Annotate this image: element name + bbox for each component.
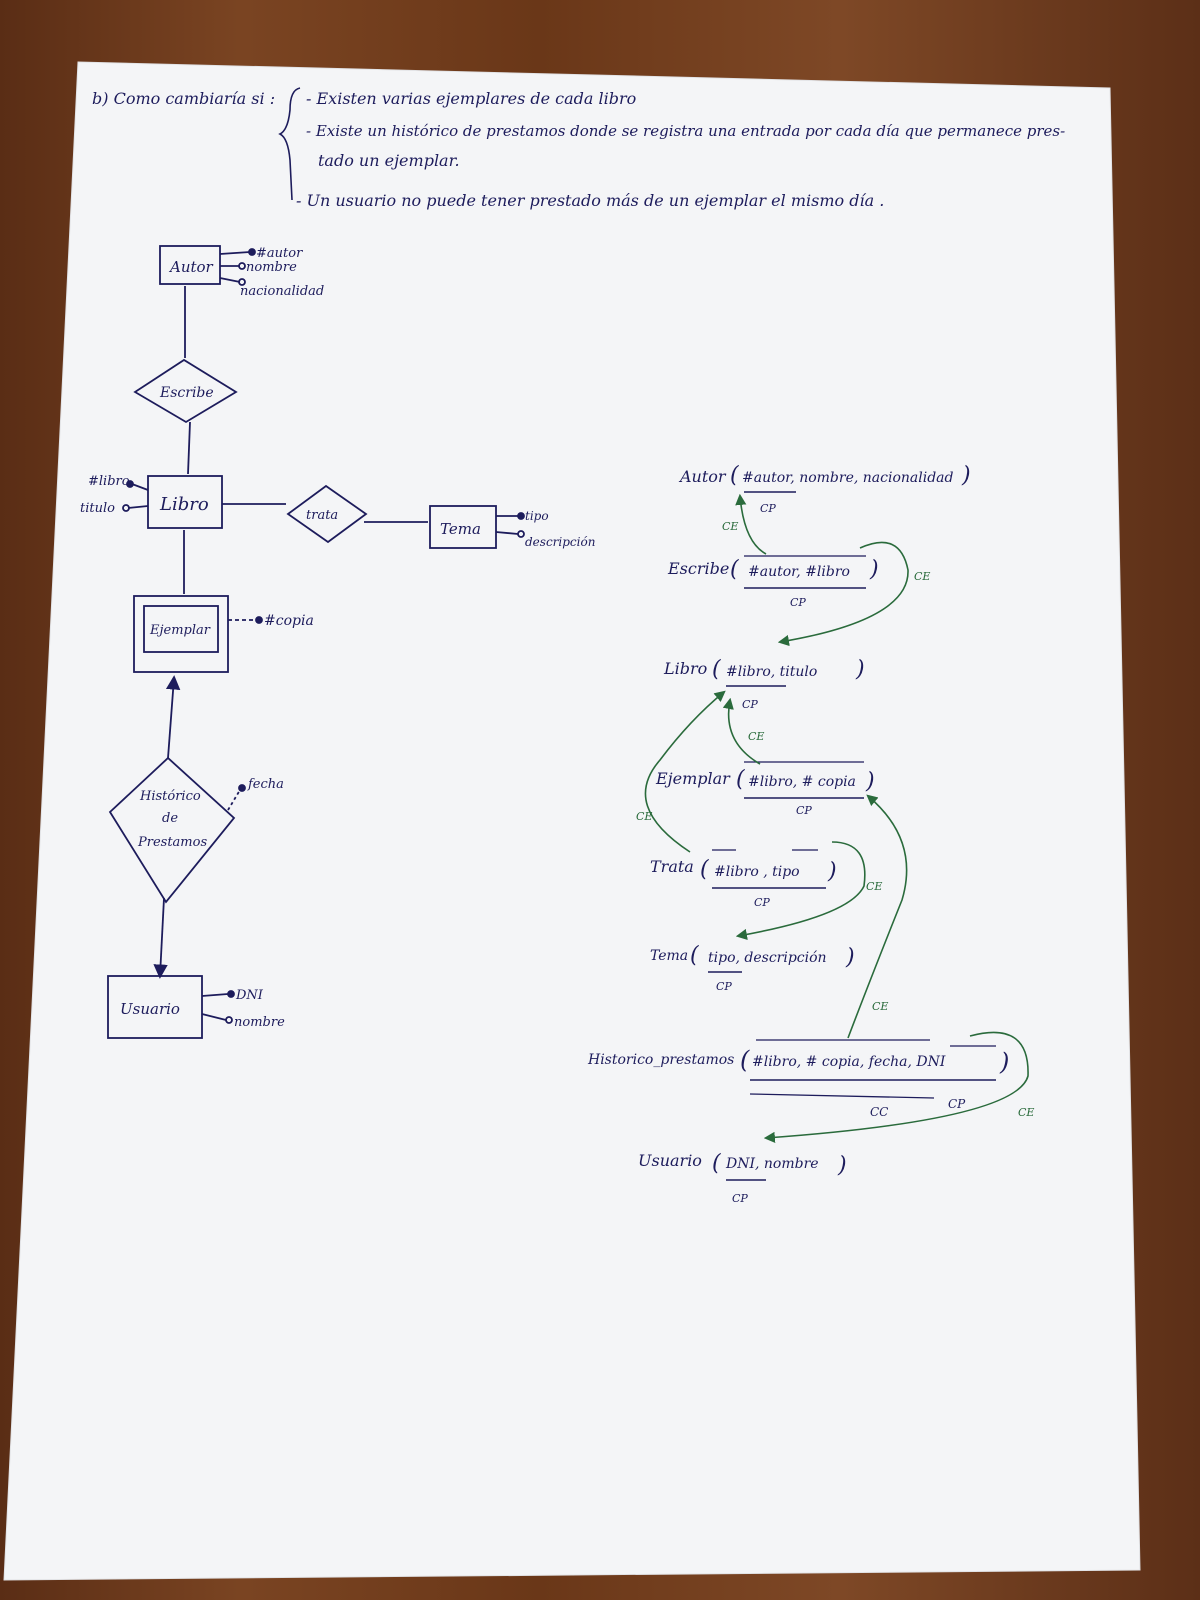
rel-usuario-table: Usuario bbox=[638, 1151, 702, 1170]
attr-libro-titulo: titulo bbox=[80, 501, 115, 516]
entity-tema bbox=[429, 505, 497, 549]
label-historico-2: de bbox=[162, 811, 178, 826]
er-labels: Autor #autor nombre nacionalidad Escribe… bbox=[80, 246, 595, 1030]
rel-trata-table: Trata bbox=[650, 857, 694, 876]
label-ejemplar: Ejemplar bbox=[149, 623, 211, 638]
svg-text:(: ( bbox=[690, 943, 699, 968]
entity-ejemplar-inner bbox=[143, 605, 219, 653]
rel-libro-table: Libro bbox=[663, 659, 707, 678]
rel-tema-key: CP bbox=[716, 980, 732, 993]
svg-text:(: ( bbox=[740, 1046, 750, 1074]
entity-autor bbox=[159, 245, 221, 285]
svg-text:(: ( bbox=[730, 557, 739, 582]
label-tema: Tema bbox=[440, 520, 481, 538]
rel-trata-key: CP bbox=[754, 896, 770, 909]
rel-escribe-key: CP bbox=[790, 596, 806, 609]
label-trata: trata bbox=[306, 508, 338, 523]
fk-label-7: CE bbox=[1018, 1106, 1034, 1119]
relationship-escribe bbox=[133, 358, 238, 424]
rel-usuario-key: CP bbox=[732, 1192, 748, 1205]
rel-autor-table: Autor bbox=[678, 467, 727, 486]
er-diagram bbox=[107, 245, 525, 1039]
attr-historico-fecha: fecha bbox=[247, 777, 284, 792]
header-prefix: b) Como cambiaría si : bbox=[92, 89, 275, 108]
rel-trata-cols: #libro , tipo bbox=[714, 864, 800, 880]
header-text: b) Como cambiaría si : - Existen varias … bbox=[92, 87, 1065, 210]
fk-label-3: CE bbox=[748, 730, 764, 743]
fk-label-4: CE bbox=[636, 810, 652, 823]
header-line-2: - Existe un histórico de prestamos donde… bbox=[306, 122, 1065, 140]
fk-label-6: CE bbox=[872, 1000, 888, 1013]
entity-usuario bbox=[107, 975, 203, 1039]
rel-ejemplar-key: CP bbox=[796, 804, 812, 817]
attr-autor-nacionalidad: nacionalidad bbox=[240, 284, 324, 299]
rel-usuario-cols: DNI, nombre bbox=[725, 1156, 819, 1172]
attr-usuario-dni: DNI bbox=[235, 988, 264, 1003]
svg-text:): ) bbox=[855, 657, 865, 682]
attr-usuario-nombre: nombre bbox=[234, 1015, 285, 1030]
label-usuario: Usuario bbox=[120, 1000, 180, 1018]
rel-tema-table: Tema bbox=[650, 948, 688, 964]
svg-text:(: ( bbox=[736, 767, 745, 792]
rel-ejemplar-table: Ejemplar bbox=[655, 769, 731, 788]
label-historico-3: Prestamos bbox=[137, 835, 207, 850]
header-line-3: tado un ejemplar. bbox=[318, 151, 460, 170]
label-historico-1: Histórico bbox=[139, 789, 201, 804]
attr-tema-descripcion: descripción bbox=[525, 535, 595, 549]
header-line-4: - Un usuario no puede tener prestado más… bbox=[296, 191, 884, 210]
label-escribe: Escribe bbox=[159, 385, 214, 401]
entity-libro bbox=[147, 475, 223, 529]
label-libro: Libro bbox=[159, 494, 209, 515]
fk-label-1: CE bbox=[722, 520, 738, 533]
svg-text:): ) bbox=[865, 769, 875, 794]
rel-historico-key-cp: CP bbox=[948, 1097, 966, 1111]
label-autor: Autor bbox=[168, 258, 214, 276]
rel-historico-cols: #libro, # copia, fecha, DNI bbox=[752, 1054, 946, 1070]
svg-text:): ) bbox=[961, 463, 971, 488]
fk-label-2: CE bbox=[914, 570, 930, 583]
attr-autor-nombre: nombre bbox=[246, 260, 297, 275]
svg-text:): ) bbox=[845, 945, 855, 970]
rel-escribe-cols: #autor, #libro bbox=[748, 564, 850, 580]
svg-text:(: ( bbox=[730, 463, 739, 488]
svg-text:): ) bbox=[827, 859, 837, 884]
svg-text:): ) bbox=[869, 557, 879, 582]
attr-libro-id: #libro bbox=[88, 474, 130, 489]
relationship-trata bbox=[286, 484, 368, 544]
rel-ejemplar-cols: #libro, # copia bbox=[748, 774, 856, 790]
svg-text:): ) bbox=[837, 1153, 847, 1178]
rel-autor-key: CP bbox=[760, 502, 776, 515]
rel-libro-cols: #libro, titulo bbox=[726, 664, 817, 680]
paper bbox=[3, 61, 1141, 1581]
svg-text:): ) bbox=[999, 1048, 1009, 1076]
header-line-1: - Existen varias ejemplares de cada libr… bbox=[306, 89, 636, 108]
entity-ejemplar-outer bbox=[133, 595, 229, 673]
foreign-key-labels: CE CE CE CE CE CE CE bbox=[636, 520, 1034, 1119]
relationship-historico bbox=[108, 756, 236, 904]
rel-historico-key-cc: CC bbox=[870, 1105, 888, 1119]
attr-autor-id: #autor bbox=[256, 246, 303, 261]
rel-escribe-table: Escribe bbox=[667, 559, 729, 578]
rel-tema-cols: tipo, descripción bbox=[708, 950, 827, 966]
attr-ejemplar-copia: #copia bbox=[264, 613, 314, 629]
relational-schema: Autor ( #autor, nombre, nacionalidad ) C… bbox=[587, 463, 1009, 1205]
attr-tema-tipo: tipo bbox=[525, 509, 549, 523]
foreign-key-arrows bbox=[644, 493, 1029, 1143]
svg-text:(: ( bbox=[712, 657, 721, 682]
svg-text:(: ( bbox=[712, 1151, 721, 1176]
rel-libro-key: CP bbox=[742, 698, 758, 711]
fk-label-5: CE bbox=[866, 880, 882, 893]
svg-text:(: ( bbox=[700, 857, 709, 882]
rel-historico-table: Historico_prestamos bbox=[587, 1052, 734, 1068]
rel-autor-cols: #autor, nombre, nacionalidad bbox=[742, 470, 954, 486]
